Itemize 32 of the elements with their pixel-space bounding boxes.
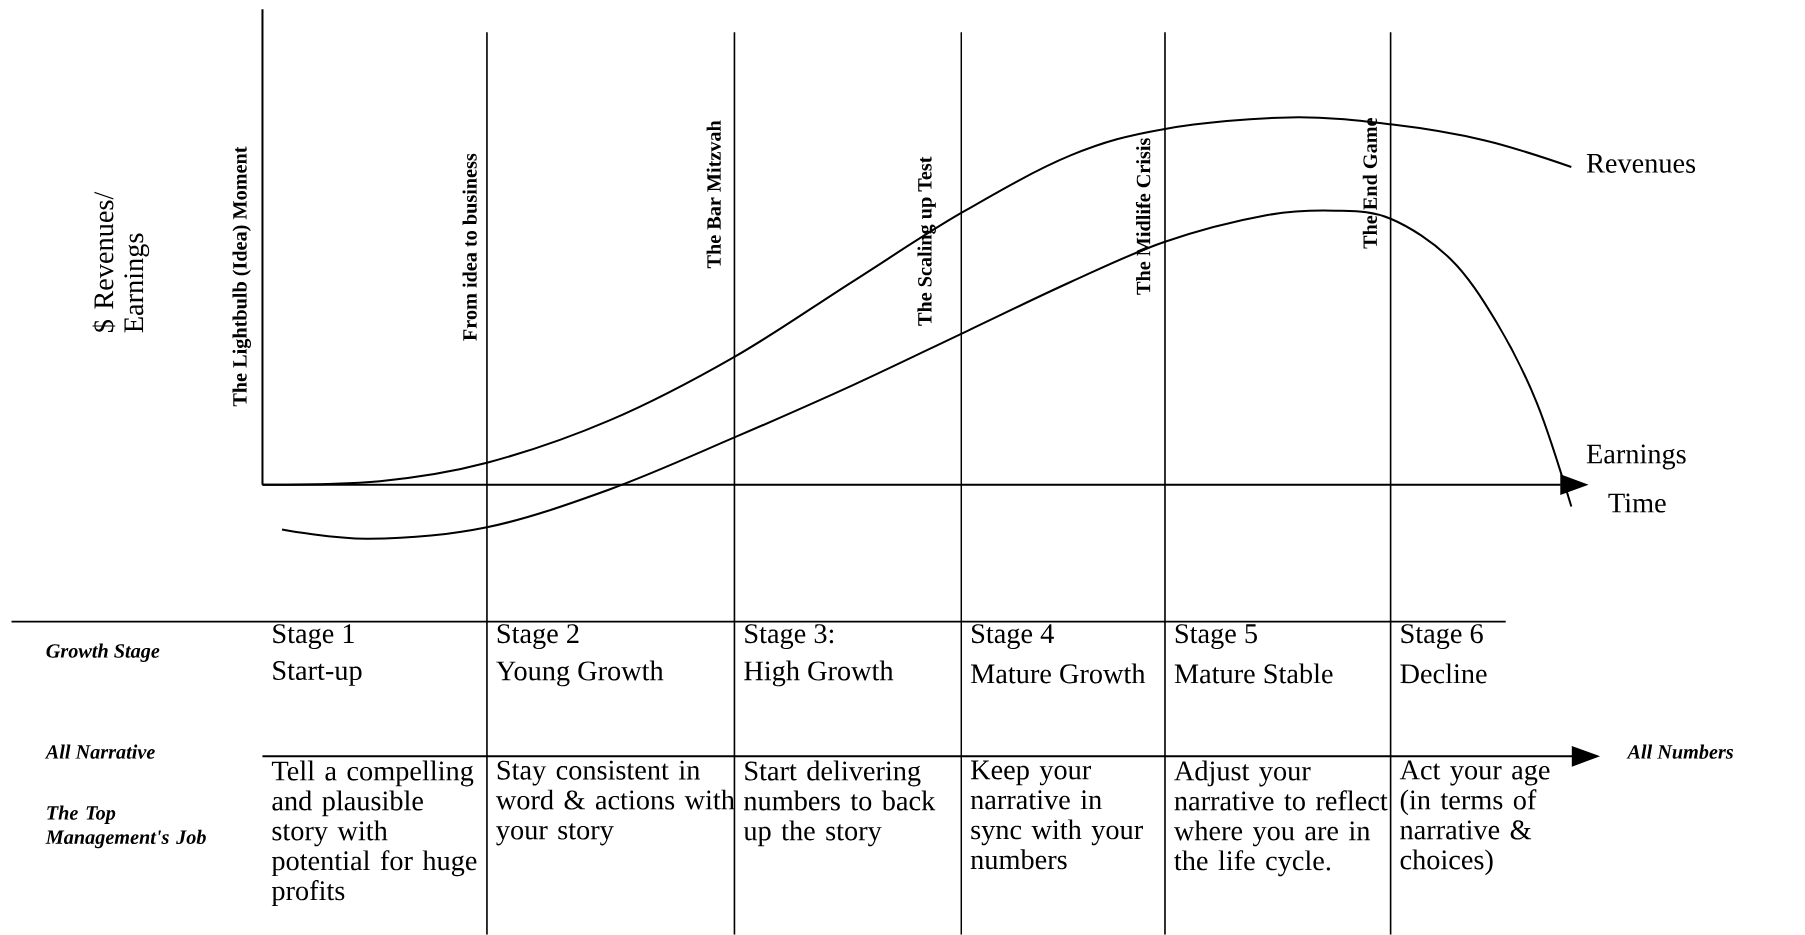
stage-label: Stage 2 xyxy=(497,624,579,650)
row-header: All Numbers xyxy=(1626,744,1734,759)
stage-label: Mature Growth xyxy=(971,663,1146,684)
job-description: Act your age (in terms of narrative & choices) xyxy=(1399,760,1550,876)
stage-label: Mature Stable xyxy=(1174,663,1333,684)
stage-label: Young Growth xyxy=(496,660,664,687)
job-description: Keep your narrative in sync with your numbers xyxy=(970,760,1143,870)
milestone-label: From idea to business xyxy=(462,153,477,341)
axis-label: $ Revenues/ Earnings xyxy=(92,191,150,333)
milestone-label: The Midlife Crisis xyxy=(1135,138,1151,295)
job-description: Start delivering numbers to back up the story xyxy=(743,760,936,847)
stage-label: Stage 4 xyxy=(972,624,1054,650)
stage-label: High Growth xyxy=(744,660,894,687)
stage-label: Stage 3: xyxy=(745,624,834,650)
curve-label: Revenues xyxy=(1586,154,1696,173)
stage-label: Decline xyxy=(1400,663,1487,684)
milestone-label: The Scaling up Test xyxy=(917,156,936,326)
milestone-label: The End Game xyxy=(1362,118,1377,249)
row-header: The Top Management's Job xyxy=(45,805,206,849)
stage-label: Stage 5 xyxy=(1175,624,1257,650)
milestone-label: The Lightbulb (Idea) Moment xyxy=(232,146,251,407)
curve-label: Earnings xyxy=(1586,444,1686,470)
row-header: Growth Stage xyxy=(46,643,160,662)
stage-label: Stage 1 xyxy=(273,624,354,650)
job-description: Adjust your narrative to reflect where you are in the life cycle. xyxy=(1173,760,1388,877)
job-description: Stay consistent in word & actions with your story xyxy=(495,760,735,846)
stage-label: Start-up xyxy=(273,661,362,686)
row-header: All Narrative xyxy=(44,744,155,759)
stage-label: Stage 6 xyxy=(1401,624,1483,650)
milestone-label: The Bar Mitzvah xyxy=(706,120,721,269)
axis-label: Time xyxy=(1608,493,1666,513)
job-description: Tell a compelling and plausible story with potential for huge profits xyxy=(271,760,477,907)
